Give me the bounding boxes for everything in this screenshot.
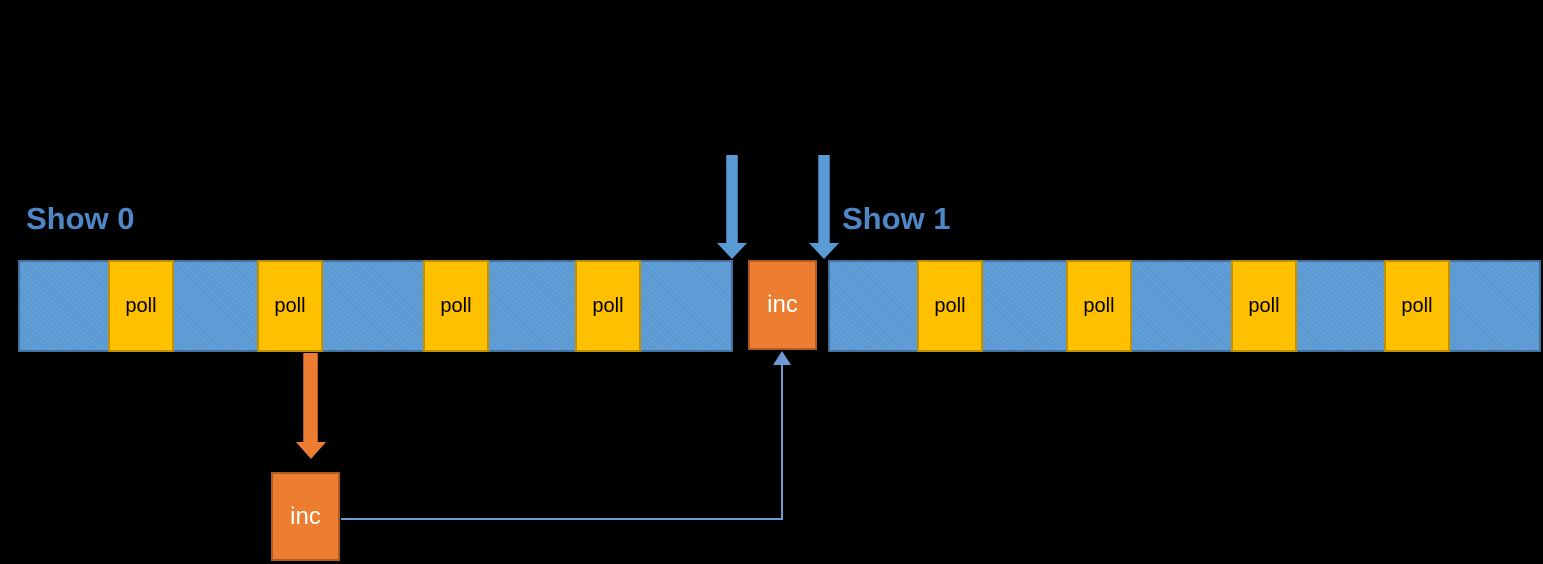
poll-block-label: poll — [274, 294, 306, 317]
poll-block-label: poll — [1083, 294, 1115, 317]
inc-feedback-connector-vertical — [781, 364, 783, 520]
show-1-start-arrow-icon — [818, 155, 830, 243]
show-1-start-arrowhead-icon — [809, 243, 839, 259]
poll-block: poll — [1384, 260, 1450, 352]
poll-block: poll — [423, 260, 489, 352]
poll-block-label: poll — [934, 294, 966, 317]
show-0-end-arrowhead-icon — [717, 243, 747, 259]
inc-block-label: inc — [290, 502, 321, 530]
poll-block-label: poll — [125, 294, 157, 317]
poll-block: poll — [917, 260, 983, 352]
poll-block-label: poll — [1248, 294, 1280, 317]
inc-feedback-arrowhead-icon — [773, 351, 791, 365]
poll-block: poll — [575, 260, 641, 352]
poll-to-inc-arrow-icon — [303, 353, 318, 442]
poll-block-label: poll — [440, 294, 472, 317]
poll-block: poll — [1231, 260, 1297, 352]
show-0-label: Show 0 — [26, 201, 135, 236]
poll-block: poll — [108, 260, 174, 352]
poll-to-inc-arrowhead-icon — [296, 442, 326, 459]
poll-block-label: poll — [1401, 294, 1433, 317]
timeline-inc-block: inc — [748, 260, 817, 350]
show-1-label: Show 1 — [842, 201, 951, 236]
poll-block: poll — [1066, 260, 1132, 352]
poll-block: poll — [257, 260, 323, 352]
deferred-inc-block: inc — [271, 472, 340, 561]
poll-block-label: poll — [592, 294, 624, 317]
inc-feedback-connector-horizontal — [341, 518, 783, 520]
show-0-end-arrow-icon — [726, 155, 738, 243]
inc-block-label: inc — [767, 291, 798, 318]
